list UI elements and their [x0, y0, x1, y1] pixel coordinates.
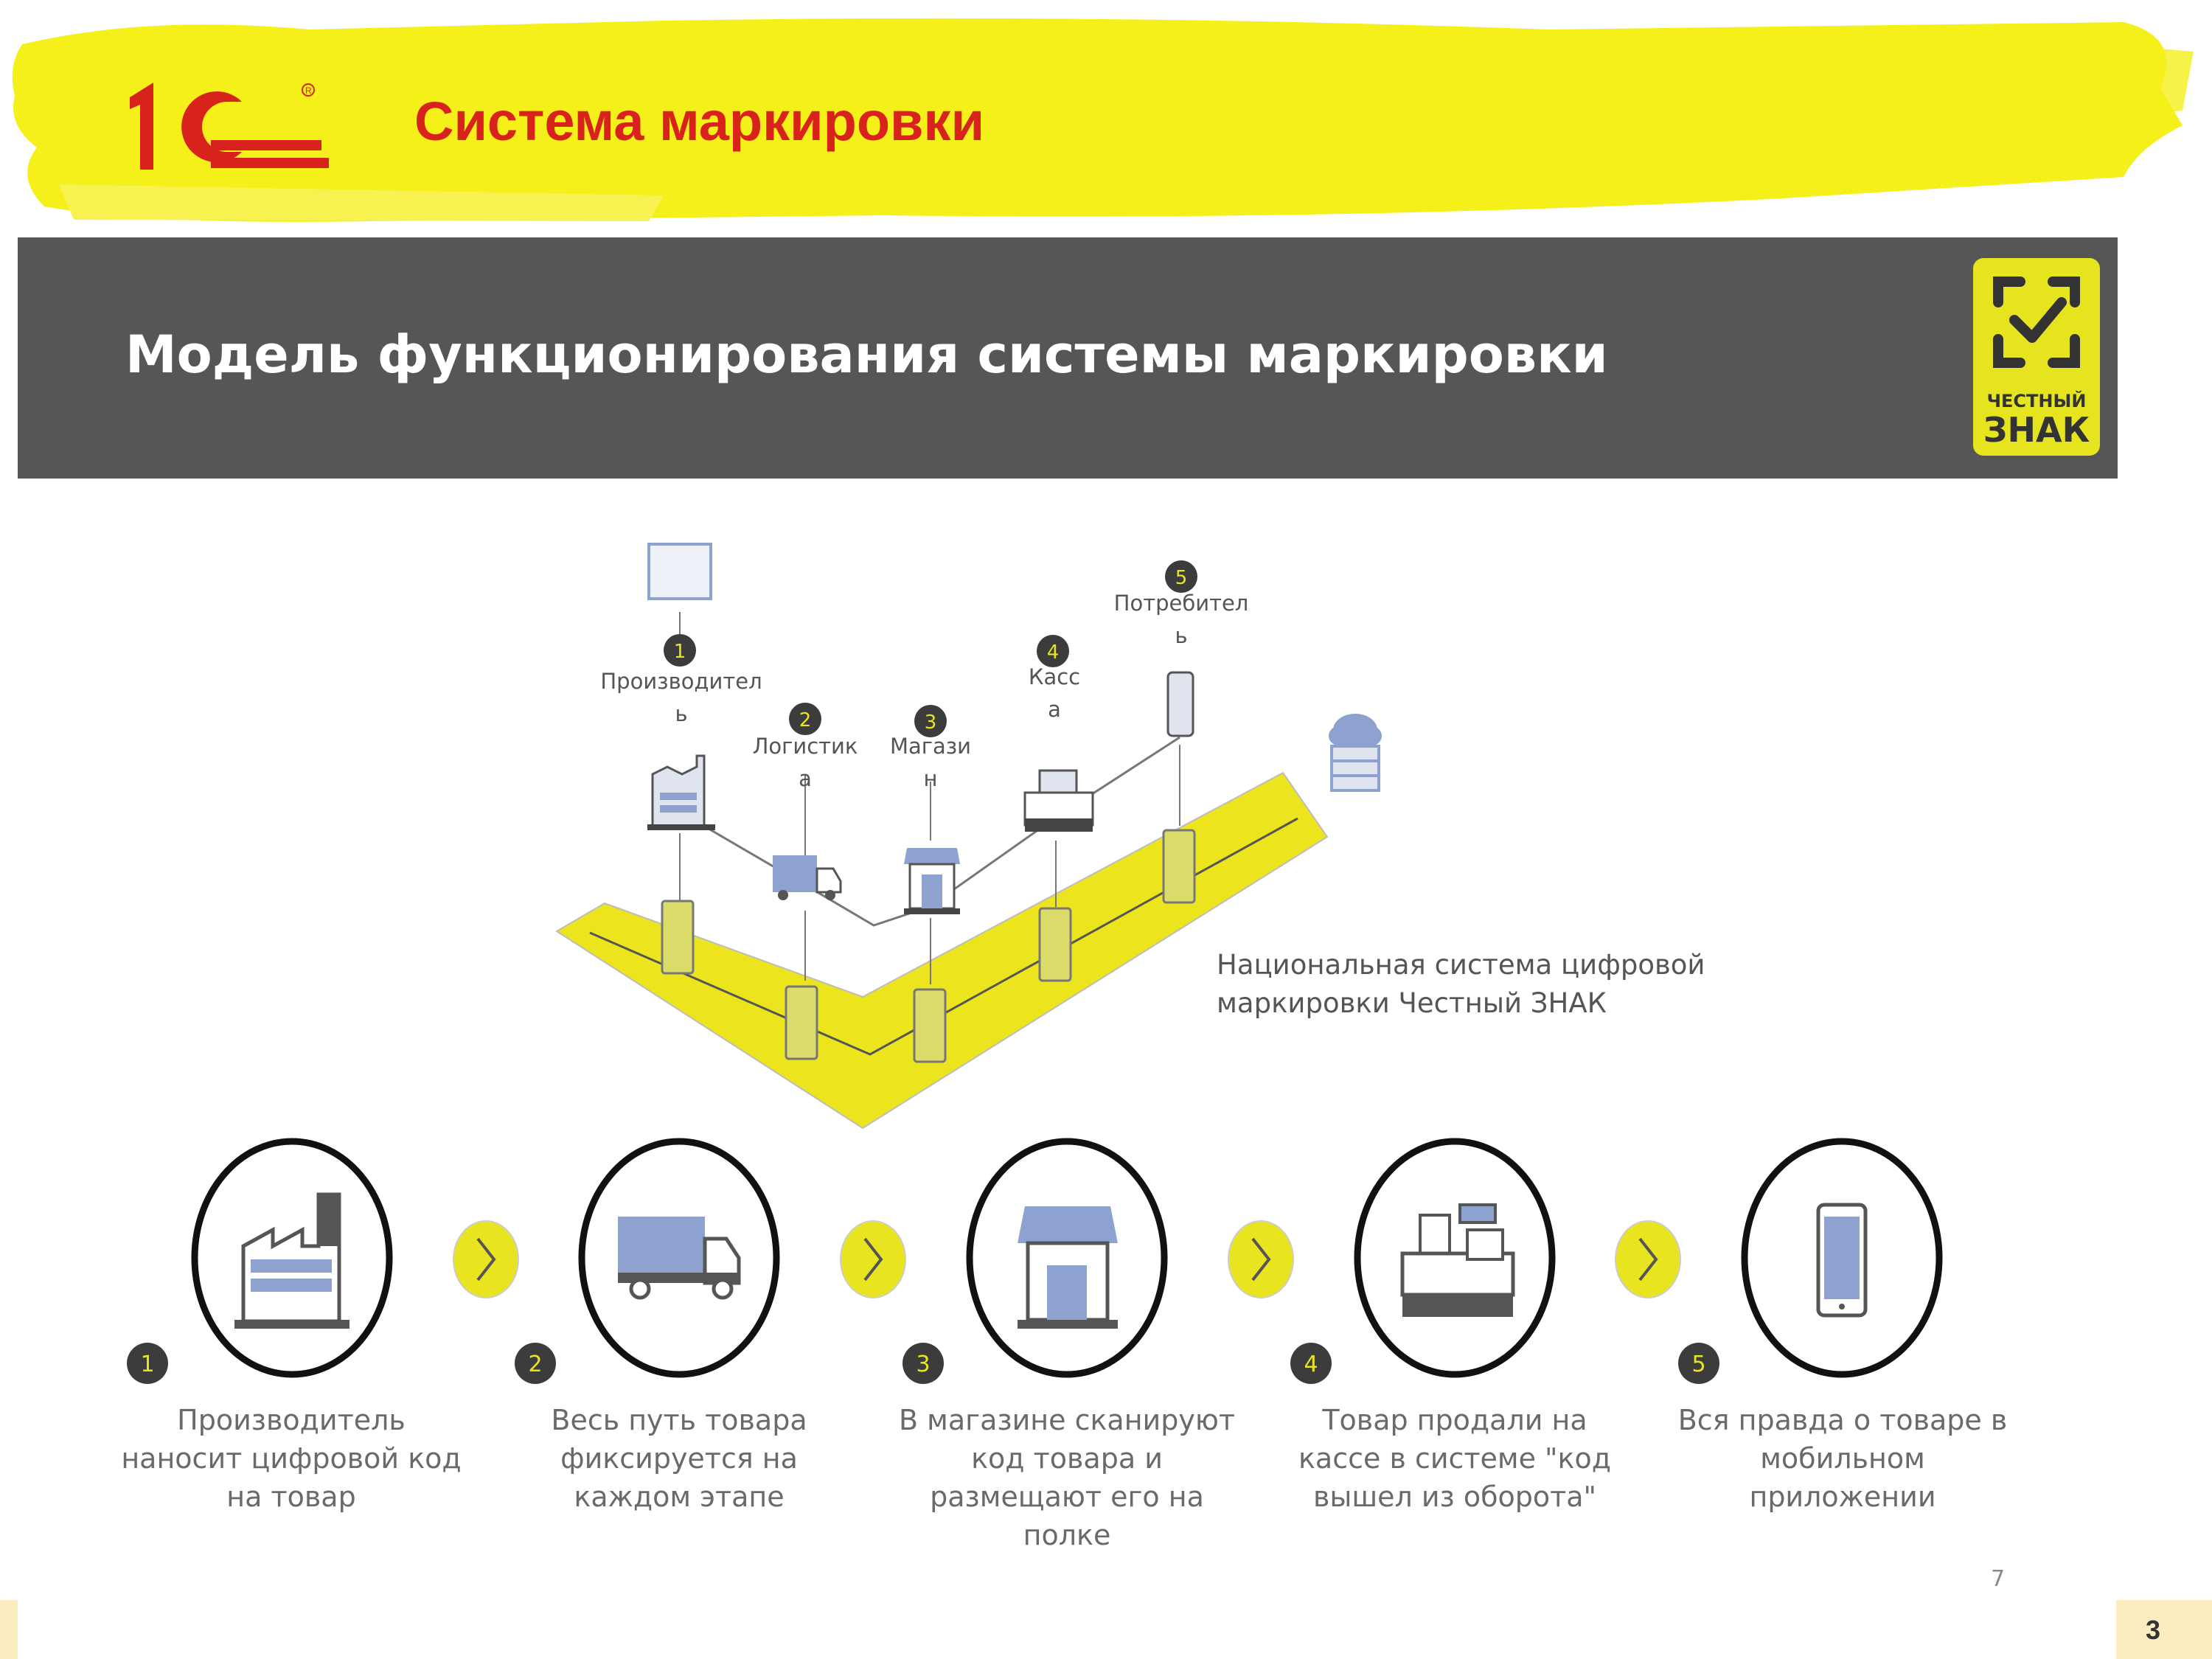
node-label-consumer: Потребител ь — [1099, 587, 1264, 652]
diagram-num-1: 1 — [674, 641, 686, 663]
supply-chain-diagram: 1 2 3 4 5 — [555, 543, 1382, 1130]
text-line: Производитель — [177, 1404, 406, 1436]
text-line: приложении — [1749, 1481, 1936, 1513]
step-5-description: Вся правда о товаре в мобильном приложении — [1669, 1401, 2016, 1516]
steps-row: 1 2 3 4 5 — [127, 1138, 1943, 1384]
text-line: фиксируется на — [560, 1442, 798, 1475]
text-line: на товар — [226, 1481, 356, 1513]
factory-small-icon — [647, 754, 715, 830]
step-4-description: Товар продали на кассе в системе "код выше… — [1281, 1401, 1628, 1516]
label-line: ь — [1175, 623, 1188, 648]
label-line: Производител — [600, 669, 762, 694]
step-2-description: Весь путь товара фиксируется на каждом эта… — [506, 1401, 852, 1516]
model-banner — [18, 237, 2118, 479]
node-label-store: Магази н — [877, 730, 984, 795]
1c-logo: 1С R — [130, 83, 329, 170]
factory-icon — [234, 1192, 349, 1329]
text-line: полке — [1023, 1519, 1111, 1551]
store-icon — [1018, 1206, 1118, 1329]
label-line: Потребител — [1113, 591, 1249, 616]
footer-strip — [0, 1600, 18, 1659]
server-icon — [661, 829, 1196, 1063]
package-icon — [647, 543, 712, 600]
inner-page-number: 7 — [1991, 1566, 2006, 1592]
step-num-1: 1 — [140, 1352, 154, 1377]
step-num-3: 3 — [916, 1352, 930, 1377]
node-label-logistics: Логистик а — [739, 730, 872, 795]
text-line: наносит цифровой код — [121, 1442, 462, 1475]
cash-register-icon — [1400, 1203, 1515, 1317]
step-num-4: 4 — [1304, 1352, 1318, 1377]
diagram-num-2: 2 — [799, 709, 812, 731]
text-line: каждом этапе — [574, 1481, 785, 1513]
cloud-server-icon — [1329, 714, 1382, 792]
truck-small-icon — [773, 855, 842, 900]
store-small-icon — [904, 848, 960, 914]
slide-title: Система маркировки — [414, 91, 985, 152]
step-1-description: Производитель наносит цифровой код на това… — [118, 1401, 465, 1516]
node-label-register: Касс а — [1010, 661, 1099, 726]
text-line: Весь путь товара — [551, 1404, 807, 1436]
page-number-badge: 3 — [2116, 1600, 2212, 1659]
chestny-znak-logo: ЧЕСТНЫЙ ЗНАК — [1973, 258, 2100, 456]
phone-small-icon — [1166, 671, 1194, 737]
label-line: Национальная система цифровой — [1217, 949, 1705, 981]
badge-line1: ЧЕСТНЫЙ — [1986, 391, 2087, 411]
text-line: Товар продали на — [1322, 1404, 1587, 1436]
svg-text:R: R — [305, 86, 312, 96]
national-system-band — [555, 771, 1329, 1130]
diagram-num-4: 4 — [1047, 641, 1060, 664]
page-number: 3 — [2145, 1615, 2161, 1645]
label-line: Касс — [1028, 664, 1081, 689]
label-line: н — [923, 766, 938, 791]
diagram-num-5: 5 — [1175, 567, 1188, 589]
label-line: маркировки Честный ЗНАК — [1217, 987, 1607, 1019]
text-line: мобильном — [1760, 1442, 1925, 1475]
badge-line2: ЗНАК — [1983, 410, 2090, 450]
national-system-label: Национальная система цифровой маркировки… — [1217, 946, 1705, 1023]
label-line: ь — [675, 701, 688, 726]
text-line: вышел из оборота" — [1312, 1481, 1597, 1513]
label-line: а — [799, 766, 812, 791]
text-line: размещают его на — [930, 1481, 1204, 1513]
text-line: В магазине сканируют — [899, 1404, 1235, 1436]
cash-register-small-icon — [1023, 769, 1094, 832]
label-line: Магази — [889, 734, 972, 759]
smartphone-icon — [1816, 1203, 1868, 1318]
text-line: Вся правда о товаре в — [1677, 1404, 2008, 1436]
text-line: код товара и — [971, 1442, 1163, 1475]
header-banner — [12, 18, 2194, 222]
step-num-5: 5 — [1691, 1352, 1705, 1377]
label-line: Логистик — [752, 734, 858, 759]
step-3-description: В магазине сканируют код товара и размещаю… — [894, 1401, 1240, 1554]
label-line: а — [1048, 697, 1061, 722]
step-num-2: 2 — [528, 1352, 542, 1377]
chevron-right-icon — [453, 1220, 1681, 1298]
diagram-num-3: 3 — [925, 712, 937, 734]
check-frame-icon — [1993, 276, 2080, 368]
node-label-producer: Производител ь — [590, 665, 773, 730]
truck-icon — [618, 1217, 741, 1300]
text-line: кассе в системе "код — [1298, 1442, 1612, 1475]
model-title: Модель функционирования системы маркиров… — [125, 324, 1608, 385]
